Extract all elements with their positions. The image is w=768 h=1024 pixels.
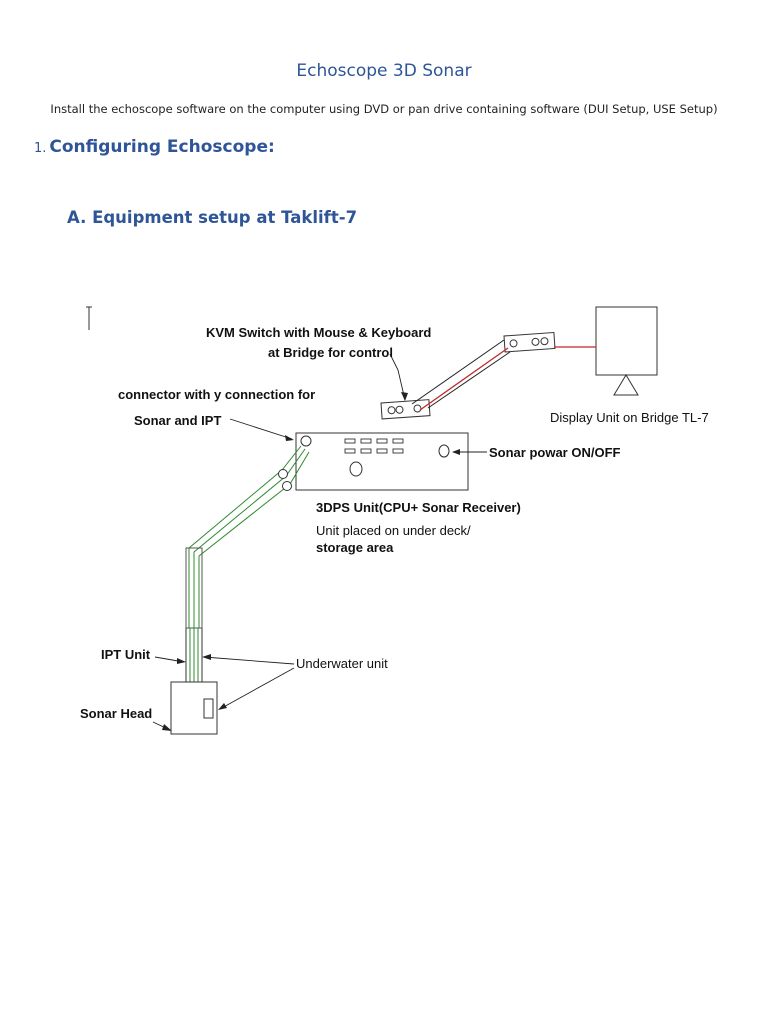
section-title: Configuring Echoscope: xyxy=(49,137,275,157)
arrow-heads xyxy=(162,392,460,731)
3dps-connector-port xyxy=(300,435,312,447)
connector-label-2: Sonar and IPT xyxy=(134,413,221,428)
display-unit-stand xyxy=(613,374,639,396)
subsection-heading: A. Equipment setup at Taklift-7 xyxy=(67,208,358,227)
sonar-head-box xyxy=(170,681,218,735)
kvm-label-1: KVM Switch with Mouse & Keyboard xyxy=(206,325,431,340)
3dps-knob xyxy=(349,461,363,477)
kvm-label-2: at Bridge for control xyxy=(268,345,393,360)
cable-coupler-2 xyxy=(282,481,292,491)
green-cable-bundle xyxy=(188,445,310,628)
sonar-power-switch xyxy=(438,444,450,458)
unit-placed-label-1: Unit placed on under deck/ xyxy=(316,523,471,538)
section-number: 1. xyxy=(34,141,47,156)
sonar-head-window xyxy=(203,698,214,719)
cable-connector-kvm-b xyxy=(419,347,509,411)
sonar-head-label: Sonar Head xyxy=(80,706,152,721)
section-heading: 1.Configuring Echoscope: xyxy=(34,137,275,157)
3dps-indicator-slots xyxy=(344,438,404,454)
kvm-switch-box xyxy=(380,399,431,420)
leader-lines xyxy=(152,353,487,731)
bridge-connector xyxy=(503,331,556,353)
ipt-cable-lines xyxy=(189,628,199,682)
ipt-unit xyxy=(185,628,203,682)
3dps-unit-box xyxy=(295,432,469,491)
intro-text: Install the echoscope software on the co… xyxy=(50,102,718,116)
unit-placed-label-2: storage area xyxy=(316,540,394,555)
document-title: Echoscope 3D Sonar xyxy=(296,61,472,81)
display-unit-label: Display Unit on Bridge TL-7 xyxy=(550,410,709,425)
display-unit-box xyxy=(595,306,658,376)
cable-connector-kvm-c xyxy=(427,351,511,409)
ipt-unit-label: IPT Unit xyxy=(101,647,151,662)
sonar-power-label: Sonar powar ON/OFF xyxy=(489,445,621,460)
underwater-unit-label: Underwater unit xyxy=(296,656,388,671)
connector-label-1: connector with y connection for xyxy=(118,387,315,402)
cable-connector-kvm-a xyxy=(411,339,505,405)
3dps-unit-label: 3DPS Unit(CPU+ Sonar Receiver) xyxy=(316,500,521,515)
cable-coupler-1 xyxy=(278,469,288,479)
